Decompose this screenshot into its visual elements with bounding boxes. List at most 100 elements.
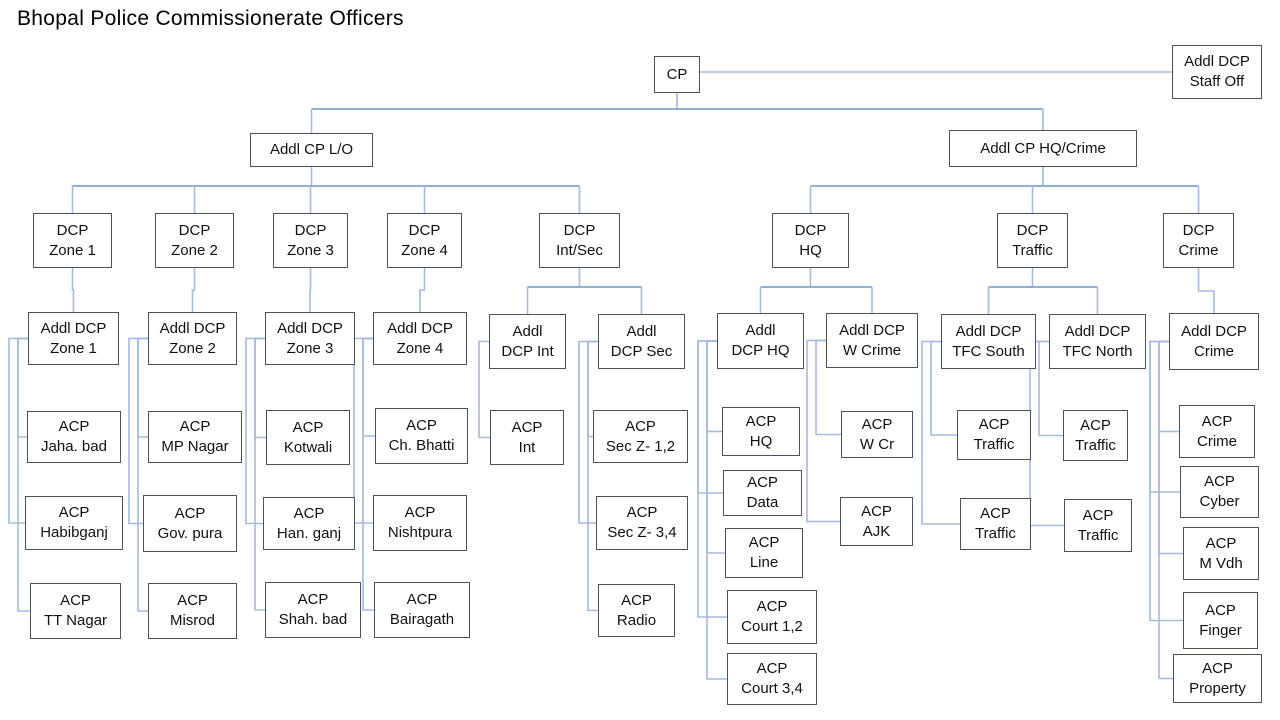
org-node-label: Traffic <box>975 525 1016 542</box>
org-node-label: Sec Z- 1,2 <box>605 437 676 455</box>
org-node-label: DCP HQ <box>731 342 790 359</box>
org-node-label: DCP <box>794 221 827 239</box>
org-node-acp_property: ACP Property <box>1173 654 1262 703</box>
org-node-label: ACP <box>861 502 892 520</box>
org-node-label: DCP <box>294 221 327 239</box>
connector-line <box>309 268 312 312</box>
org-node-label: ACP <box>861 415 893 433</box>
org-node-label: ACP <box>756 660 788 677</box>
org-node-label: ACP <box>747 474 778 491</box>
connector-line <box>921 340 960 525</box>
connector-line <box>362 337 374 611</box>
org-node-acp_shah_bad: ACP Shah. bad <box>265 582 361 638</box>
org-node-label: Traffic <box>1012 241 1053 259</box>
org-node-label: ACP <box>297 591 329 608</box>
org-node-label: Nishtpura <box>387 524 453 541</box>
org-node-label: ACP <box>60 592 91 609</box>
connector-line <box>478 340 490 439</box>
org-node-label: DCP <box>563 221 596 239</box>
org-node-label: CP <box>666 65 688 83</box>
org-node-addl_cp_lo: Addl CP L/O <box>250 133 373 167</box>
org-node-label: Addl DCP <box>955 322 1022 340</box>
org-node-label: Staff Off <box>1189 73 1245 90</box>
org-node-acp_sec_z34: ACP Sec Z- 3,4 <box>596 496 688 550</box>
org-node-label: Zone 1 <box>50 339 97 357</box>
org-node-label: ACP <box>978 416 1010 433</box>
org-node-label: Traffic <box>973 436 1015 453</box>
org-node-label: TFC North <box>1062 342 1133 360</box>
org-node-addl_dcp_tfc_south: Addl DCP TFC South <box>941 314 1036 369</box>
connector-line <box>706 340 727 680</box>
connector-line <box>191 268 196 312</box>
org-node-label: ACP <box>404 504 436 521</box>
org-node-staff_off: Addl DCP Staff Off <box>1172 45 1262 99</box>
connector-line <box>137 337 148 612</box>
org-node-acp_gov_pura: ACP Gov. pura <box>143 495 237 552</box>
org-node-label: M Vdh <box>1199 554 1243 572</box>
org-node-acp_nishtpura: ACP Nishtpura <box>373 495 467 551</box>
org-node-label: TFC South <box>952 342 1025 360</box>
connector-line <box>71 268 75 312</box>
org-node-label: DCP <box>1016 221 1049 239</box>
org-node-label: Sec Z- 3,4 <box>607 524 677 541</box>
org-node-label: Ch. Bhatti <box>388 437 455 454</box>
org-node-label: Zone 3 <box>286 339 334 357</box>
org-node-label: Shah. bad <box>278 611 348 628</box>
org-node-label: Addl DCP <box>1184 53 1250 70</box>
org-node-label: Addl DCP <box>387 319 453 337</box>
org-node-dcp_crime: DCP Crime <box>1163 213 1234 268</box>
org-node-label: Addl CP HQ/Crime <box>980 139 1106 157</box>
org-node-label: ACP <box>1080 416 1111 434</box>
org-node-label: Gov. pura <box>157 524 223 542</box>
org-node-dcp_traffic: DCP Traffic <box>997 213 1068 268</box>
org-node-label: Crime <box>1178 241 1219 259</box>
org-node-label: Jaha. bad <box>41 438 107 455</box>
org-node-label: ACP <box>406 591 438 608</box>
org-node-label: ACP <box>292 418 324 436</box>
org-node-label: ACP <box>179 418 211 435</box>
org-node-label: Data <box>746 494 779 511</box>
org-node-label: DCP Sec <box>610 342 673 360</box>
org-node-acp_traffic_s2: ACP Traffic <box>960 498 1031 550</box>
org-node-label: ACP <box>1202 659 1233 677</box>
org-node-label: W Crime <box>842 341 902 359</box>
org-node-label: Zone 4 <box>401 241 448 259</box>
org-node-label: ACP <box>980 505 1011 522</box>
connector-line <box>17 337 30 612</box>
org-node-label: ACP <box>177 592 208 609</box>
org-node-label: ACP <box>406 417 437 434</box>
org-node-label: Property <box>1189 679 1246 697</box>
org-node-label: DCP <box>1182 221 1215 239</box>
connector-line <box>587 340 598 612</box>
org-node-label: ACP <box>174 504 206 522</box>
org-node-label: Addl DCP <box>839 321 905 339</box>
org-node-label: Zone 2 <box>171 241 218 259</box>
org-node-label: Addl <box>512 322 543 340</box>
org-node-acp_traffic_s1: ACP Traffic <box>957 410 1031 460</box>
org-node-label: ACP <box>1082 506 1114 524</box>
org-node-label: Addl CP L/O <box>269 141 354 158</box>
org-node-addl_cp_hqcrime: Addl CP HQ/Crime <box>949 130 1137 167</box>
org-node-label: ACP <box>626 504 658 521</box>
page-title: Bhopal Police Commissionerate Officers <box>17 7 404 30</box>
org-node-label: ACP <box>1205 601 1236 619</box>
